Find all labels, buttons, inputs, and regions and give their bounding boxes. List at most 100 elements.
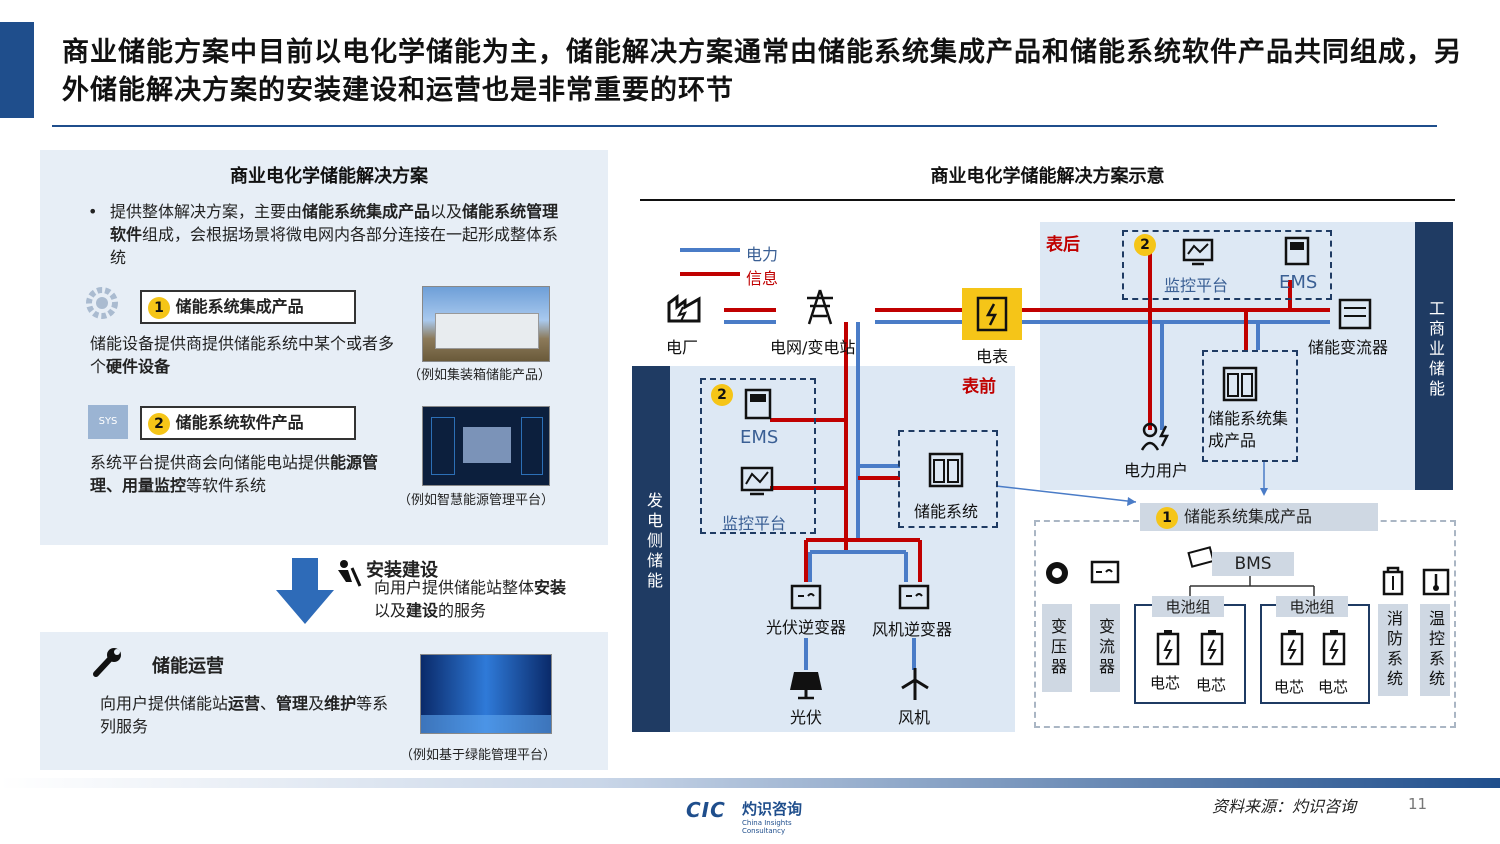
power-plant-icon <box>664 291 704 328</box>
badge-2: 2 <box>1134 234 1156 256</box>
ci-side-label: 工商业储能 <box>1426 300 1445 400</box>
bms-chip-icon <box>1186 546 1216 570</box>
cell-label: 电芯 <box>1274 678 1305 696</box>
sys-icon-text: SYS <box>98 416 118 427</box>
source-note: 资料来源：灼识咨询 <box>1212 797 1357 816</box>
desc-strong: 管理 <box>276 694 309 713</box>
diagram-divider <box>640 199 1455 201</box>
container-product-image <box>422 286 550 362</box>
energy-platform-image <box>422 406 550 486</box>
desc-text: 等软件系统 <box>186 476 267 495</box>
logo-cn: 灼识咨询 <box>742 800 803 818</box>
meter-label: 电表 <box>976 347 1009 366</box>
intro-strong: 系统管理软件 <box>110 202 559 244</box>
battery-icon <box>790 582 822 610</box>
bms-box: BMS <box>1212 552 1294 576</box>
battery-icon <box>898 582 930 610</box>
cell-label: 电芯 <box>1196 676 1227 694</box>
monitor-icon <box>740 466 774 496</box>
desc-text: 等系列服务 <box>100 694 389 736</box>
intro-strong: 储能 <box>462 202 495 221</box>
behind-meter-zone <box>1040 222 1415 490</box>
meter-icon <box>962 288 1022 340</box>
product-1-label: 1 储能系统集成产品 <box>140 290 356 324</box>
behind-integration-box <box>1202 350 1298 462</box>
product-2-caption: （例如智慧能源管理平台） <box>398 493 555 508</box>
front-software-box <box>700 378 816 534</box>
desc-strong: 维护 <box>324 694 357 713</box>
operations-desc: 向用户提供储能站运营、管理及维护等系列服务 <box>100 692 390 738</box>
power-info-lines <box>680 248 1330 670</box>
cell-label: 电芯 <box>1318 678 1349 696</box>
front-monitor-label: 监控平台 <box>722 514 787 533</box>
cell-icon <box>1200 630 1224 666</box>
solution-heading: 商业电化学储能解决方案 <box>230 166 428 187</box>
operations-caption: （例如基于绿能管理平台） <box>400 748 557 763</box>
temp-label: 温控系统 <box>1420 604 1450 696</box>
ems-icon <box>744 388 772 420</box>
diagram-heading: 商业电化学储能解决方案示意 <box>930 166 1165 187</box>
fire-icon <box>1380 564 1406 596</box>
fire-label: 消防系统 <box>1378 604 1408 696</box>
behind-ems-label: EMS <box>1279 272 1318 293</box>
desc-strong: 安装 <box>534 578 567 597</box>
transformer-icon <box>1042 558 1072 588</box>
software-icon: SYS <box>88 405 128 439</box>
front-meter-label: 表前 <box>962 377 996 397</box>
converter-icon <box>1090 558 1120 586</box>
front-ems-label: EMS <box>740 427 779 448</box>
pcs-icon <box>1338 298 1372 330</box>
cell-icon <box>1322 630 1346 666</box>
title-accent-bar <box>0 22 34 118</box>
product-2-text: 储能系统软件产品 <box>175 413 304 432</box>
cell-icon <box>1156 630 1180 666</box>
desc-text: 向用户提供储能站整体 <box>374 578 535 597</box>
install-title: 安装建设 <box>366 560 438 581</box>
desc-strong: 硬件设备 <box>106 357 171 376</box>
bms-label: BMS <box>1234 554 1272 574</box>
product-1-caption: （例如集装箱储能产品） <box>408 368 552 383</box>
logo-sub: China Insights Consultancy <box>742 819 792 835</box>
logo-en: CIC <box>686 798 726 822</box>
thermometer-icon <box>1422 568 1450 596</box>
product-2-desc: 系统平台提供商会向储能电站提供能源管理、用量监控等软件系统 <box>90 451 400 497</box>
converter-label: 变流器 <box>1090 604 1120 692</box>
pcs-label: 储能变流器 <box>1308 338 1389 357</box>
behind-software-box <box>1122 230 1332 300</box>
footer-band <box>0 778 1500 788</box>
page-number: 11 <box>1408 795 1428 813</box>
intro-text: 以及 <box>430 202 463 221</box>
intro-text: 组成，会根据场景将微电网内各部分连接在一起形成整体系统 <box>110 225 559 267</box>
storage-system-box <box>898 430 998 528</box>
cell-label: 电芯 <box>1150 674 1181 692</box>
solar-panel-icon <box>788 670 824 700</box>
grid-label: 电网/变电站 <box>770 338 856 357</box>
user-label: 电力用户 <box>1124 461 1189 480</box>
logo: CIC 灼识咨询 China Insights Consultancy <box>686 796 826 835</box>
transmission-tower-icon <box>800 288 840 331</box>
intro-strong: 储能系统集成产品 <box>302 202 431 221</box>
wind-label: 风机 <box>898 708 931 727</box>
ci-side-bar <box>1415 222 1453 490</box>
desc-strong: 能源管理、用量监控 <box>90 453 379 495</box>
operations-title: 储能运营 <box>152 656 224 677</box>
gear-icon <box>82 283 122 323</box>
legend-power: 电力 <box>746 245 779 264</box>
cabinet-icon <box>928 452 964 488</box>
wind-turbine-icon <box>898 666 932 700</box>
title-divider <box>52 125 1437 127</box>
ems-icon <box>1284 236 1310 266</box>
desc-text: 以及 <box>374 601 407 620</box>
badge-1: 1 <box>148 297 170 319</box>
user-icon <box>1140 422 1174 452</box>
battery-group-1-title: 电池组 <box>1152 596 1224 617</box>
gen-side-bar <box>632 366 670 732</box>
plant-label: 电厂 <box>666 338 699 357</box>
storage-system-label: 储能系统 <box>914 502 979 521</box>
desc-strong: 运营 <box>228 694 261 713</box>
desc-text: 、 <box>260 694 277 713</box>
product-1-text: 储能系统集成产品 <box>175 297 304 316</box>
gen-side-label: 发电侧储能 <box>644 492 663 592</box>
wind-inverter-label: 风机逆变器 <box>872 620 953 639</box>
